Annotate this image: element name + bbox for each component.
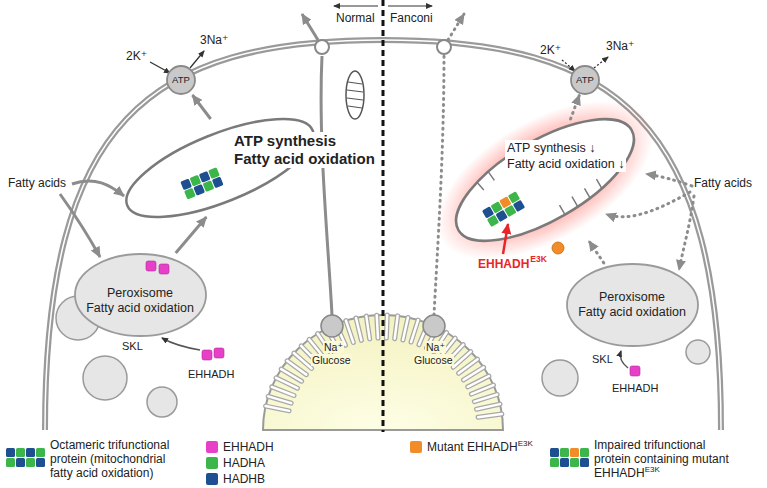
superscript: E3K [518,439,533,448]
legend-text: Impaired trifunctional protein containin… [594,438,729,480]
legend-icon [550,448,589,467]
node-text: ATP synthesis [232,132,338,150]
mitochondrion-left [115,99,326,237]
transporter [321,315,343,337]
node-text: ATP [576,74,594,85]
legend-item: HADHB [206,472,265,486]
legend-item: Mutant EHHADHE3K [410,440,533,454]
node-text: Fatty acid oxidation ↓ [505,156,626,172]
divider [382,0,385,432]
label: EHHADH [188,368,234,381]
transporter [423,315,445,337]
legend-item: HADHA [206,456,265,470]
mitochondrion: ATP synthesisFatty acid oxidation [126,119,370,217]
legend-icon [6,448,45,467]
legend-swatch [206,473,218,485]
connector-arrow [589,241,604,263]
mutant-arrow [503,224,508,254]
legend-swatch [410,441,422,453]
superscript: E3K [645,465,660,474]
mitochondrion: ATP synthesis ↓Fatty acid oxidation ↓ [456,119,640,241]
label: SKL [592,353,613,366]
label: Na⁺ [323,341,344,353]
connector-arrow [571,95,580,119]
legend-item: Octameric trifunctional protein (mitocho… [50,438,190,480]
label: Normal [336,12,375,26]
legend-swatch [206,441,218,453]
node-text: Peroxisome [599,290,665,305]
label: 2K⁺ [126,50,147,64]
label: Glucose [311,354,352,366]
mutant-protein [552,242,564,254]
node-text: Peroxisome [107,286,173,301]
label: Glucose [413,354,454,366]
superscript: E3K [530,255,547,265]
label: 3Na⁺ [606,40,634,54]
label: 2K⁺ [540,44,561,58]
label: Na⁺ [425,341,446,353]
label: Fatty acids [8,177,66,191]
legend-swatch [206,457,218,469]
legend-item: EHHADH [206,440,274,454]
node-text: Fatty acid oxidation [232,150,377,168]
connector-arrow [176,217,207,253]
label: SKL [122,340,143,353]
legend-text: Octameric trifunctional protein (mitocho… [50,438,169,480]
node-text: Fatty acid oxidation [86,301,194,316]
label: EHHADH [478,258,529,272]
legend-text: HADHB [223,472,265,486]
legend-text: EHHADH [223,440,274,454]
legend-text: Mutant EHHADH [427,440,518,454]
atp-pump: ATP [570,65,600,95]
connector-arrow [192,95,210,119]
label: Fanconi [390,12,433,26]
label: 3Na⁺ [200,34,228,48]
legend-item: Impaired trifunctional protein containin… [594,438,734,480]
legend-text: HADHA [223,456,265,470]
glucose-flux [434,56,444,315]
peroxisome: PeroxisomeFatty acid oxidation [566,263,699,347]
small-mitochondrion [346,71,364,119]
node-text: Fatty acid oxidation [578,305,686,320]
atp-pump: ATP [166,65,196,95]
label: EHHADH [612,382,658,395]
node-text: ATP [172,74,190,85]
node-text: ATP synthesis ↓ [505,140,597,156]
peroxisome: PeroxisomeFatty acid oxidation [74,253,207,337]
mitochondrion-right [411,68,679,292]
glucose-flux [321,56,332,315]
label: Fatty acids [694,177,752,191]
